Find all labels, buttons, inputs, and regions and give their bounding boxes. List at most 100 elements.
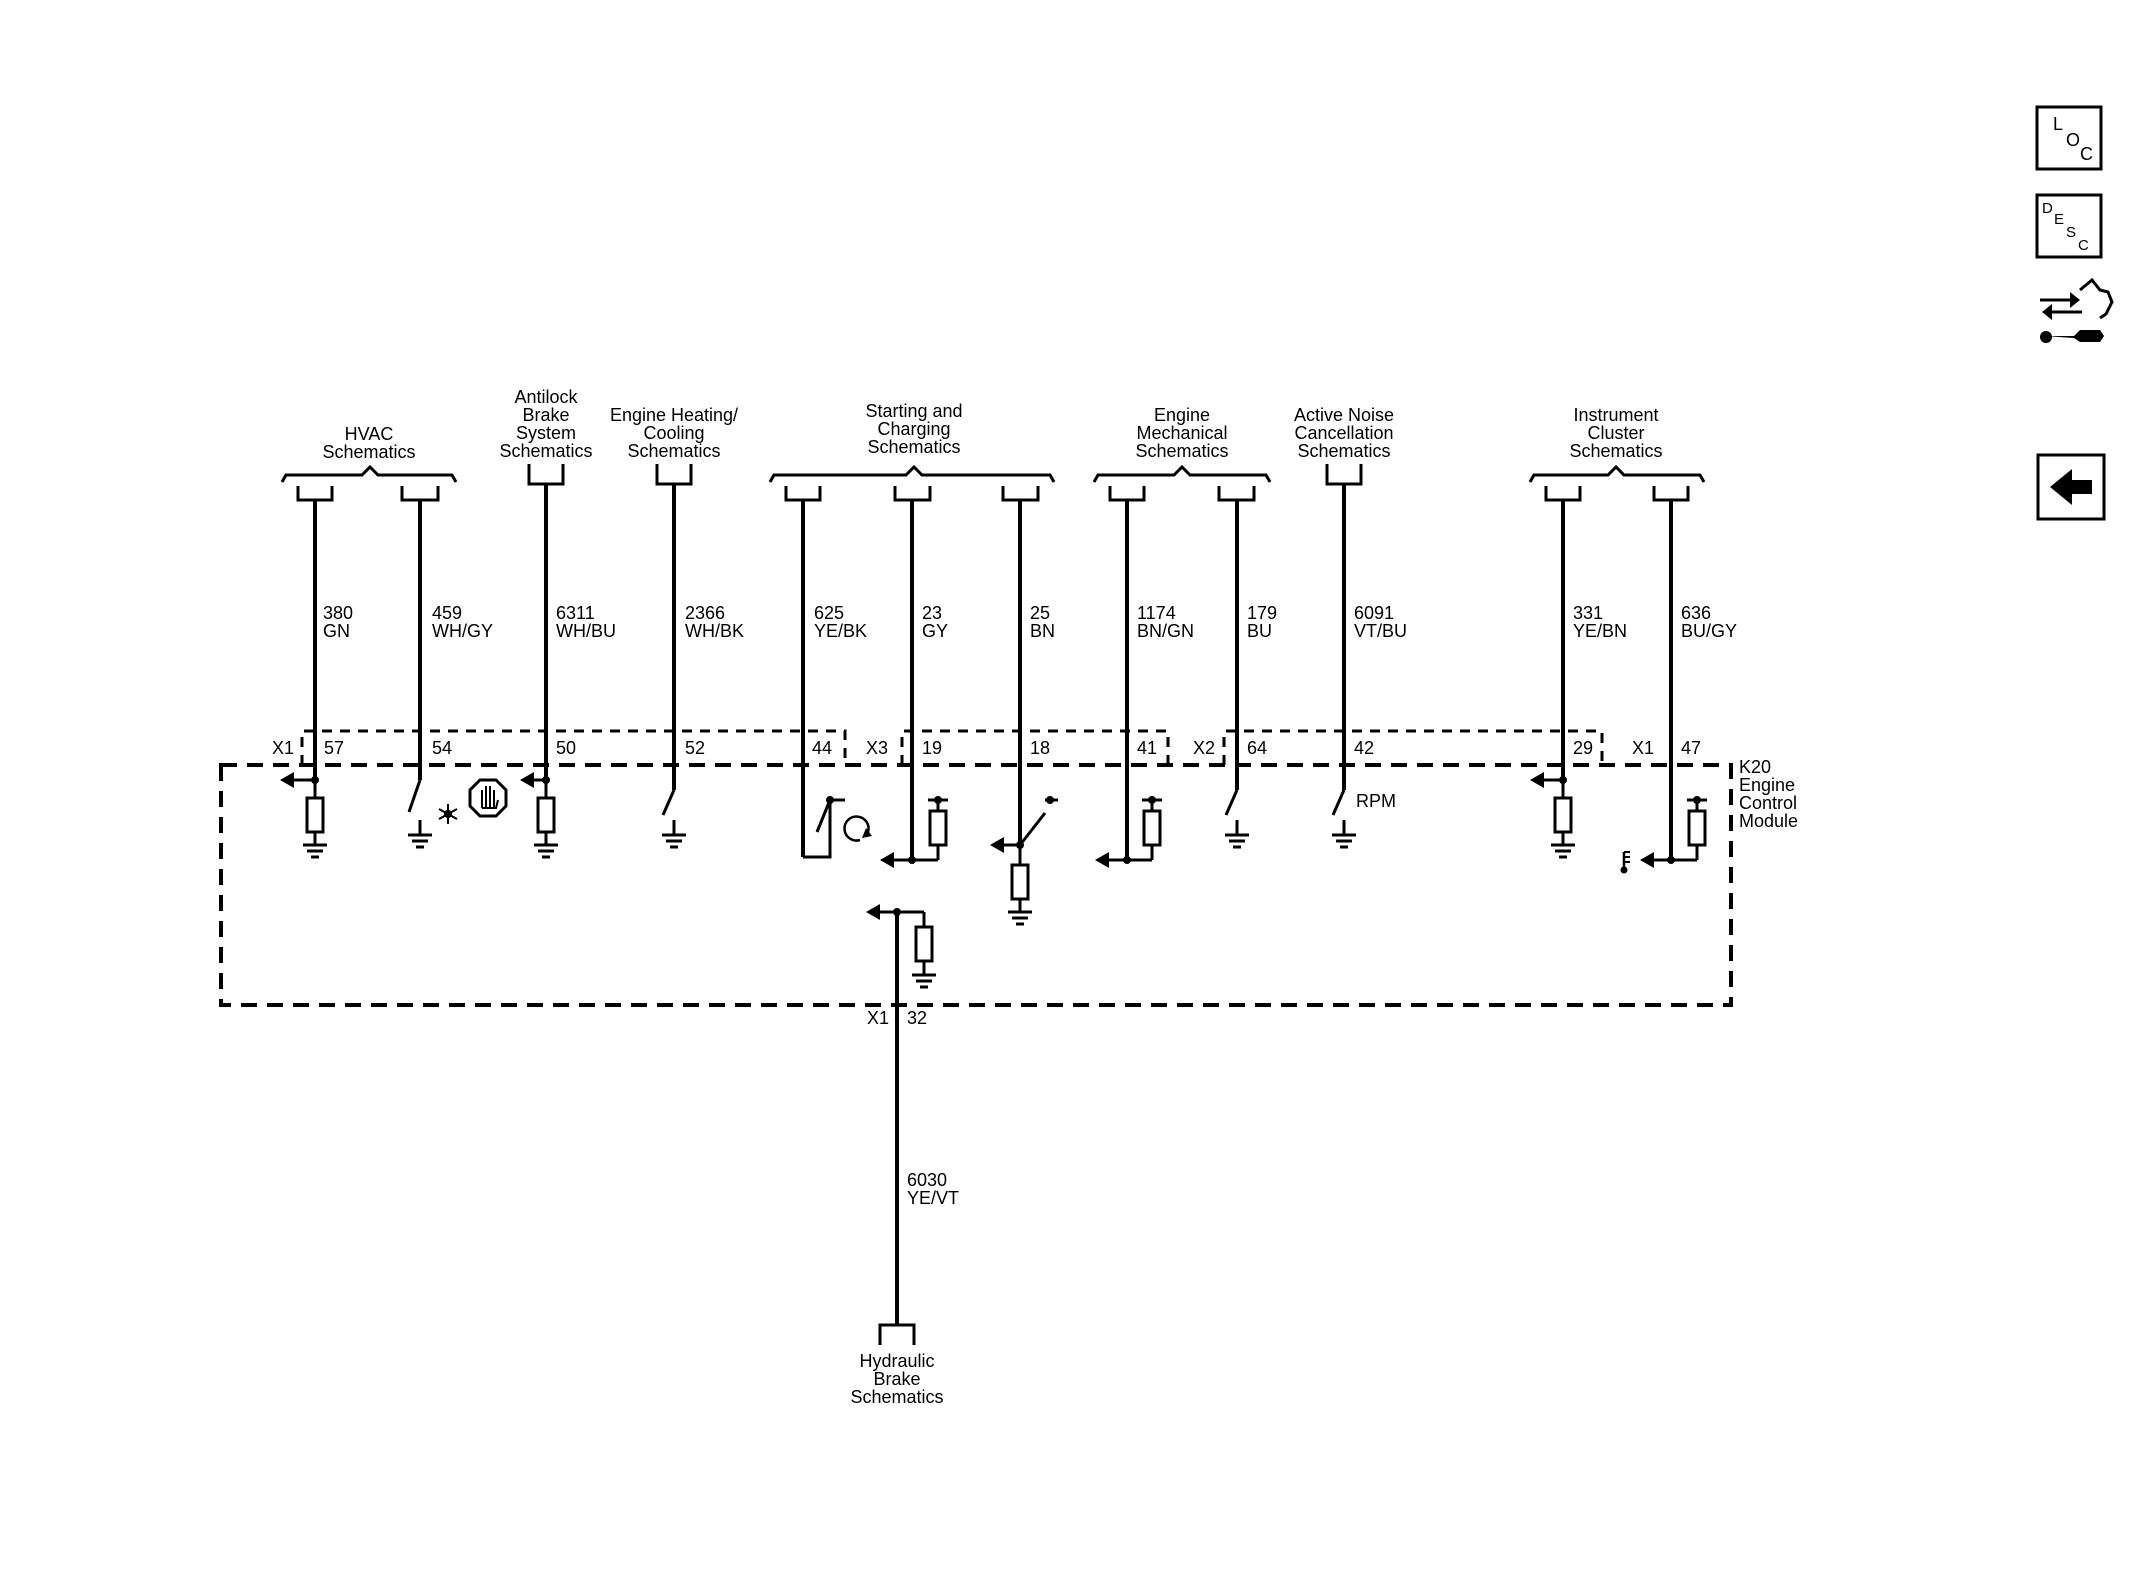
svg-text:29: 29: [1573, 738, 1593, 758]
svg-text:54: 54: [432, 738, 452, 758]
svg-text:Engine Heating/: Engine Heating/: [610, 405, 738, 425]
mech-schematics-link[interactable]: Engine Mechanical Schematics: [1135, 405, 1228, 461]
cluster-schematics-link[interactable]: Instrument Cluster Schematics: [1569, 405, 1662, 461]
svg-text:Instrument: Instrument: [1573, 405, 1658, 425]
svg-text:Antilock: Antilock: [514, 387, 578, 407]
loc-button[interactable]: L O C: [2035, 105, 2103, 171]
svg-text:Schematics: Schematics: [322, 442, 415, 462]
svg-text:VT/BU: VT/BU: [1354, 621, 1407, 641]
pin64-switch-circuit: [1224, 789, 1249, 849]
svg-text:HVAC: HVAC: [345, 424, 394, 444]
svg-text:System: System: [516, 423, 576, 443]
svg-text:Hydraulic: Hydraulic: [859, 1351, 934, 1371]
mech-brace: [1092, 464, 1272, 502]
svg-text:44: 44: [812, 738, 832, 758]
svg-text:Schematics: Schematics: [499, 441, 592, 461]
heating-schematics-link[interactable]: Engine Heating/ Cooling Schematics: [610, 405, 738, 461]
svg-text:6030: 6030: [907, 1170, 947, 1190]
starting-schematics-link[interactable]: Starting and Charging Schematics: [865, 401, 962, 457]
svg-text:Active Noise: Active Noise: [1294, 405, 1394, 425]
svg-text:K20: K20: [1739, 757, 1771, 777]
pin47-input-circuit: [1640, 796, 1707, 868]
wires: [313, 484, 1673, 1325]
svg-text:Starting and: Starting and: [865, 401, 962, 421]
wire-380: 380 GN: [323, 603, 353, 641]
svg-text:Charging: Charging: [877, 419, 950, 439]
svg-text:WH/GY: WH/GY: [432, 621, 493, 641]
back-arrow-icon: [2050, 469, 2092, 505]
pin29-input-circuit: [1530, 772, 1575, 859]
hydraulic-schematics-link[interactable]: Hydraulic Brake Schematics: [850, 1351, 943, 1407]
svg-text:Control: Control: [1739, 793, 1797, 813]
svg-text:Cluster: Cluster: [1587, 423, 1644, 443]
svg-text:E: E: [2054, 211, 2064, 228]
svg-text:BU/GY: BU/GY: [1681, 621, 1737, 641]
pin18-switch-circuit: [990, 796, 1058, 926]
svg-text:459: 459: [432, 603, 462, 623]
svg-text:25: 25: [1030, 603, 1050, 623]
svg-text:42: 42: [1354, 738, 1374, 758]
svg-text:Mechanical: Mechanical: [1136, 423, 1227, 443]
svg-text:2366: 2366: [685, 603, 725, 623]
svg-text:179: 179: [1247, 603, 1277, 623]
svg-text:D: D: [2042, 200, 2053, 217]
svg-text:Cooling: Cooling: [643, 423, 704, 443]
wire-2366: 2366 WH/BK: [685, 603, 744, 641]
svg-text:O: O: [2066, 130, 2080, 150]
svg-text:18: 18: [1030, 738, 1050, 758]
svg-text:52: 52: [685, 738, 705, 758]
svg-text:Schematics: Schematics: [850, 1387, 943, 1407]
svg-text:C: C: [2078, 237, 2089, 254]
wire-6311: 6311 WH/BU: [556, 603, 616, 641]
wire-459: 459 WH/GY: [432, 603, 493, 641]
hvac-brace: [280, 464, 458, 502]
pin32-input-circuit: [866, 904, 936, 989]
pin41-input-circuit: [1095, 796, 1162, 868]
heating-connector: [655, 464, 693, 486]
wire-6091: 6091 VT/BU: [1354, 603, 1407, 641]
back-button[interactable]: [2036, 453, 2106, 521]
desc-button[interactable]: D E S C: [2035, 193, 2103, 259]
svg-text:WH/BU: WH/BU: [556, 621, 616, 641]
wire-636: 636 BU/GY: [1681, 603, 1737, 641]
snowflake-icon: [438, 804, 458, 824]
svg-text:Engine: Engine: [1154, 405, 1210, 425]
svg-text:Engine: Engine: [1739, 775, 1795, 795]
wire-23: 23 GY: [922, 603, 948, 641]
pin-labels: X1 57 54 50 52 44 X3 19 18 41 X2 64 42 2…: [272, 738, 1701, 1028]
pin44-switch-circuit: [803, 796, 845, 859]
svg-text:BN: BN: [1030, 621, 1055, 641]
svg-text:Brake: Brake: [522, 405, 569, 425]
hvac-schematics-link[interactable]: HVAC Schematics: [322, 424, 415, 462]
anc-schematics-link[interactable]: Active Noise Cancellation Schematics: [1294, 405, 1394, 461]
temperature-icon: [1620, 851, 1630, 874]
wire-1174: 1174 BN/GN: [1137, 603, 1194, 641]
abs-schematics-link[interactable]: Antilock Brake System Schematics: [499, 387, 592, 461]
svg-text:Schematics: Schematics: [867, 437, 960, 457]
stop-hand-icon: [468, 778, 508, 818]
pin57-input-circuit: [280, 772, 327, 859]
svg-text:L: L: [2053, 114, 2063, 134]
svg-text:625: 625: [814, 603, 844, 623]
abs-connector: [527, 464, 565, 486]
svg-text:380: 380: [323, 603, 353, 623]
svg-text:6311: 6311: [556, 603, 595, 623]
svg-text:64: 64: [1247, 738, 1267, 758]
svg-text:19: 19: [922, 738, 942, 758]
connector-repair-icon[interactable]: [2040, 277, 2114, 343]
pin50-input-circuit: [520, 772, 558, 859]
svg-text:C: C: [2080, 144, 2093, 164]
svg-text:X1: X1: [1632, 738, 1654, 758]
svg-text:X1: X1: [867, 1008, 889, 1028]
wire-625: 625 YE/BK: [814, 603, 867, 641]
starting-brace: [768, 464, 1056, 502]
svg-text:Module: Module: [1739, 811, 1798, 831]
svg-text:Brake: Brake: [873, 1369, 920, 1389]
svg-text:Schematics: Schematics: [627, 441, 720, 461]
wire-331: 331 YE/BN: [1573, 603, 1627, 641]
svg-text:Schematics: Schematics: [1135, 441, 1228, 461]
svg-text:6091: 6091: [1354, 603, 1394, 623]
svg-text:X3: X3: [866, 738, 888, 758]
svg-text:WH/BK: WH/BK: [685, 621, 744, 641]
